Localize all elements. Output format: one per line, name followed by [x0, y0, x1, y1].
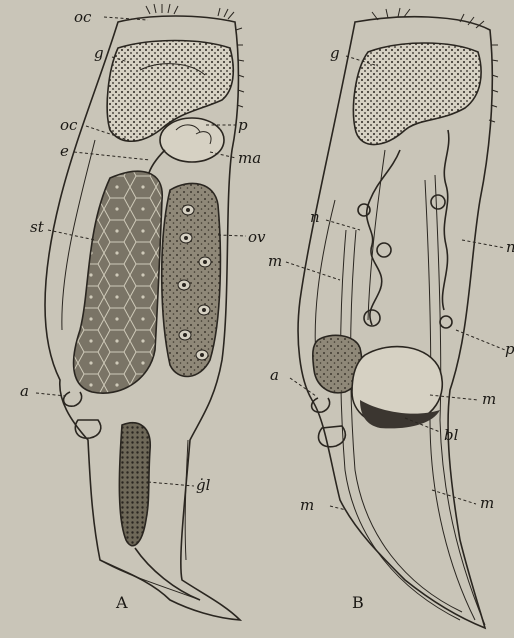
panel-a-anal-papilla — [64, 392, 82, 406]
panel-a-ovary — [162, 183, 221, 376]
label-b-a: a — [270, 366, 279, 384]
label-a-st: st — [30, 218, 45, 236]
label-a-a: a — [20, 382, 29, 400]
caption-a: A — [115, 593, 128, 612]
panel-b-foot-joint — [318, 426, 345, 447]
panel-b-nerves — [358, 130, 452, 328]
label-b-n-left: n — [310, 208, 320, 226]
panel-b-brain — [353, 43, 481, 145]
label-b-p: p — [505, 340, 514, 358]
label-b-bl: bl — [444, 426, 459, 444]
label-a-g: g — [94, 44, 104, 62]
label-b-m-right: m — [482, 390, 496, 408]
panel-a-foot-gland — [119, 423, 150, 546]
label-a-e: e — [60, 142, 69, 160]
label-a-ma: ma — [238, 149, 261, 167]
panel-a-toe — [135, 548, 200, 600]
panel-b-bladder — [352, 347, 442, 429]
label-b-m-lower-left: m — [300, 496, 314, 514]
label-a-p: p — [238, 116, 248, 134]
label-b-n-right: n — [506, 238, 514, 256]
panel-a-stomach — [74, 171, 163, 393]
label-b-m-upper: m — [268, 252, 282, 270]
label-a-oc-mid: oc — [60, 116, 78, 134]
label-b-m-lower-right: m — [480, 494, 494, 512]
label-b-g: g — [330, 44, 340, 62]
label-a-gl: ġl — [196, 476, 211, 494]
caption-b: B — [352, 593, 364, 612]
label-a-ov: ov — [248, 228, 266, 246]
label-a-oc-top: oc — [74, 8, 92, 26]
